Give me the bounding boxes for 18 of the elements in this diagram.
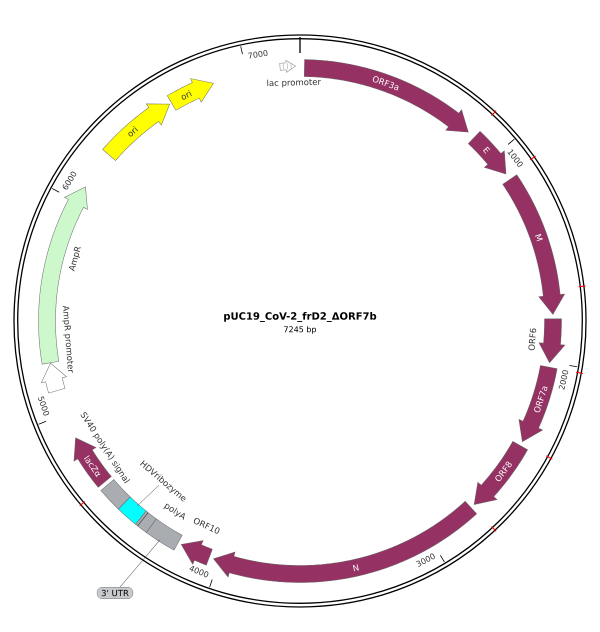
plasmid-name: pUC19_CoV-2_frD2_ΔORF7b xyxy=(224,312,376,322)
tick-label: 5000 xyxy=(38,396,50,416)
gene-feature: ORF6 xyxy=(528,318,566,363)
feature-segment xyxy=(146,518,182,550)
plasmid-size: 7245 bp xyxy=(284,326,316,334)
gene-feature: E xyxy=(468,131,506,174)
gene-feature: M xyxy=(502,174,565,315)
tick-label: 4000 xyxy=(189,566,208,578)
tick-label: 7000 xyxy=(248,50,268,59)
tick-label: 2000 xyxy=(558,370,568,390)
leader-line xyxy=(120,539,160,588)
gene-feature: ori xyxy=(167,78,214,111)
leader-line xyxy=(136,484,160,506)
callout-box: 3' UTR xyxy=(96,587,134,599)
node-label: ORF6 xyxy=(528,328,536,350)
gene-feature: ORF7a xyxy=(518,365,558,442)
gene-feature: ori xyxy=(102,104,170,161)
tick-label: 3000 xyxy=(416,554,435,567)
